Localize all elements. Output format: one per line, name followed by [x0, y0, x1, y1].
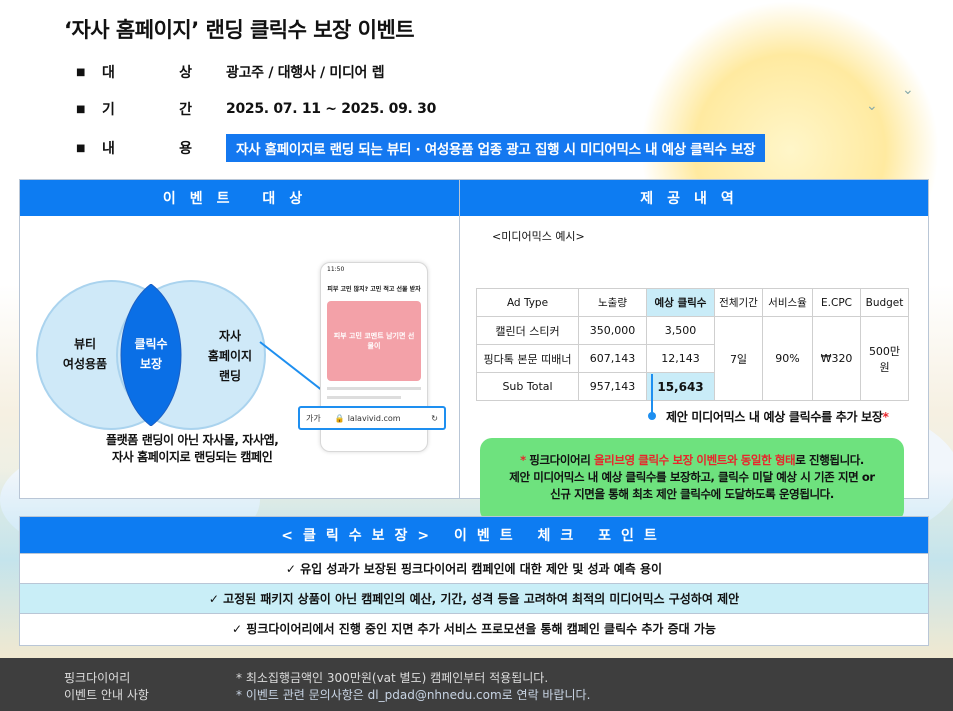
checkpoint-item: ✓ 고정된 패키지 상품이 아닌 캠페인의 예산, 기간, 성격 등을 고려하여… — [20, 583, 928, 613]
phone-text-line — [327, 396, 402, 399]
info-value-highlight: 자사 홈페이지로 랜딩 되는 뷰티 · 여성용품 업종 광고 집행 시 미디어믹… — [226, 134, 766, 162]
info-value: 2025. 07. 11 ~ 2025. 09. 30 — [226, 101, 437, 117]
notice-line-3: 신규 지면을 통해 최초 제안 클릭수에 도달하도록 운영됩니다. — [550, 487, 834, 501]
venn-left-label: 뷰티 여성용품 — [62, 337, 108, 371]
info-label: 기 간 — [102, 102, 192, 118]
checkpoint-item: ✓ 핑크다이어리에서 진행 중인 지면 추가 서비스 프로모션을 통해 캠페인 … — [20, 613, 928, 643]
info-row-content: ■ 내 용 자사 홈페이지로 랜딩 되는 뷰티 · 여성용품 업종 광고 집행 … — [76, 134, 766, 162]
venn-right-label: 자사 홈페이지 랜딩 — [207, 329, 253, 383]
venn-center-label: 클릭수 보장 — [134, 337, 168, 371]
offer-header: 제공내역 — [460, 180, 928, 216]
notice-line-2: 제안 미디어믹스 내 예상 클릭수를 보장하고, 클릭수 미달 예상 시 기존 … — [509, 470, 875, 484]
media-mix-label: <미디어믹스 예시> — [492, 230, 585, 243]
checkpoint-item: ✓ 유입 성과가 보장된 핑크다이어리 캠페인에 대한 제안 및 성과 예측 용… — [20, 553, 928, 583]
phone-text-line — [327, 387, 421, 390]
checkpoint-header: <클릭수보장> 이벤트 체크 포인트 — [20, 517, 928, 553]
event-target-body: 뷰티 여성용품 클릭수 보장 자사 홈페이지 랜딩 11:50 피부 고민 많지… — [20, 216, 459, 498]
phone-status: 11:50 — [327, 266, 345, 273]
refresh-icon: ↻ — [431, 413, 438, 423]
venn-intersection — [120, 284, 182, 426]
media-mix-table: Ad Type 노출량 예상 클릭수 전체기간 서비스율 E.CPC Budge… — [476, 288, 909, 401]
footer: 핑크다이어리 이벤트 안내 사항 * 최소집행금액인 300만원(vat 별도)… — [0, 658, 953, 711]
bullet-icon: ■ — [76, 103, 86, 115]
bullet-icon: ■ — [76, 66, 86, 78]
event-target-header: 이벤트 대상 — [20, 180, 459, 216]
lock-icon: 🔒 — [334, 413, 345, 423]
info-value: 광고주 / 대행사 / 미디어 렙 — [226, 65, 385, 81]
table-header-row: Ad Type 노출량 예상 클릭수 전체기간 서비스율 E.CPC Budge… — [476, 288, 909, 317]
checkpoint-panel: <클릭수보장> 이벤트 체크 포인트 ✓ 유입 성과가 보장된 핑크다이어리 캠… — [19, 516, 929, 646]
phone-url-bar: 가가 🔒 lalavivid.com ↻ — [298, 406, 446, 430]
target-caption: 플랫폼 랜딩이 아닌 자사몰, 자사앱, 자사 홈페이지로 랜딩되는 캠페인 — [106, 433, 279, 464]
phone-headline: 피부 고민 많지? 고민 적고 선물 받자 — [327, 286, 421, 293]
footer-notes: * 최소집행금액인 300만원(vat 별도) 캠페인부터 적용됩니다. * 이… — [236, 671, 591, 702]
page-title: ‘자사 홈페이지’ 랜딩 클릭수 보장 이벤트 — [64, 18, 415, 42]
offer-panel: 제공내역 <미디어믹스 예시> Ad Type 노출량 예상 클릭수 전체기간 … — [459, 179, 929, 522]
bird-icon: ⌄ — [866, 98, 878, 114]
offer-body: <미디어믹스 예시> Ad Type 노출량 예상 클릭수 전체기간 서비스율 … — [460, 216, 928, 522]
info-label: 대 상 — [102, 65, 192, 81]
venn-diagram: 뷰티 여성용품 클릭수 보장 자사 홈페이지 랜딩 — [36, 280, 286, 450]
notice-box: * 핑크다이어리 올리브영 클릭수 보장 이벤트와 동일한 형태로 진행됩니다.… — [480, 438, 904, 522]
table-row: 핑다톡 본문 띠배너 607,143 12,143 — [476, 344, 909, 373]
bullet-icon: ■ — [76, 142, 86, 154]
event-target-panel: 이벤트 대상 뷰티 여성용품 클릭수 보장 자사 홈페이지 랜딩 — [19, 179, 460, 499]
table-row: 캘린더 스티커 350,000 3,500 7일 90% ₩320 500만원 — [476, 316, 909, 401]
info-row-target: ■ 대 상 광고주 / 대행사 / 미디어 렙 — [76, 60, 385, 84]
bird-icon: ⌄ — [902, 82, 914, 98]
info-label: 내 용 — [102, 141, 192, 157]
table-row-subtotal: Sub Total 957,143 15,643 — [476, 372, 909, 401]
notice-line-1: * 핑크다이어리 올리브영 클릭수 보장 이벤트와 동일한 형태로 진행됩니다. — [520, 453, 864, 467]
footer-left: 핑크다이어리 이벤트 안내 사항 — [64, 671, 149, 702]
callout-text: 제안 미디어믹스 내 예상 클릭수를 추가 보장* — [666, 410, 889, 424]
callout-connector — [648, 374, 656, 420]
phone-banner: 피부 고민 코멘트 남기면 선물이 — [327, 301, 421, 381]
info-row-period: ■ 기 간 2025. 07. 11 ~ 2025. 09. 30 — [76, 97, 436, 121]
